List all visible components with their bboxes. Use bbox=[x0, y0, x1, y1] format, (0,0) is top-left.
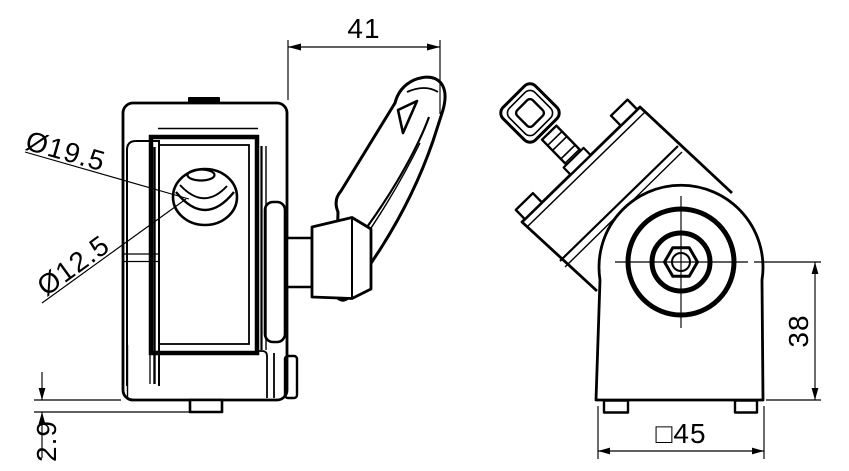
left-channel bbox=[126, 140, 160, 386]
side-view bbox=[499, 82, 765, 414]
right-bulge bbox=[283, 354, 299, 400]
central-slot bbox=[148, 134, 260, 356]
leader-line bbox=[41, 198, 187, 304]
side-foot-left bbox=[602, 399, 630, 414]
front-foot bbox=[188, 398, 224, 414]
dimension-text-38: 38 bbox=[783, 314, 814, 347]
knob-mid bbox=[506, 89, 554, 137]
arrowhead bbox=[811, 388, 819, 400]
ball-arc-1 bbox=[179, 184, 228, 200]
arrowhead bbox=[427, 43, 440, 51]
front-top-tab bbox=[188, 97, 220, 103]
stud-band-3 bbox=[551, 135, 568, 151]
knob-inner bbox=[514, 97, 546, 129]
side-foot-right bbox=[733, 399, 759, 414]
ball-arc-2 bbox=[175, 191, 235, 211]
dimension-text-dia-12-5: Ø12.5 bbox=[31, 229, 115, 302]
dimension-pivot-height: 38 bbox=[754, 261, 821, 401]
lever-tip-line bbox=[406, 87, 439, 93]
leader-line bbox=[24, 151, 190, 200]
stud-collar bbox=[562, 146, 592, 176]
dimension-lever-length: 41 bbox=[287, 13, 441, 114]
lever-tip-notch bbox=[396, 99, 419, 135]
lever-knob-end bbox=[499, 82, 561, 144]
arrowhead bbox=[811, 262, 819, 274]
arrowhead bbox=[38, 388, 46, 400]
dimension-text-dia-19-5: Ø19.5 bbox=[22, 125, 109, 177]
dimension-text-45: □45 bbox=[655, 418, 706, 449]
hub-nut bbox=[310, 216, 373, 300]
plate-tab-bottom bbox=[514, 192, 544, 221]
knob-outer bbox=[499, 82, 561, 144]
stud-band-2 bbox=[560, 144, 576, 160]
stud-band bbox=[564, 148, 580, 164]
arrowhead bbox=[38, 412, 46, 424]
plate-tangent-line bbox=[559, 145, 679, 262]
right-wall bbox=[263, 200, 287, 344]
dimension-base-square: □45 bbox=[597, 406, 765, 459]
stud-band-4 bbox=[547, 130, 563, 146]
dimension-text-41: 41 bbox=[347, 13, 380, 44]
arrowhead bbox=[752, 447, 764, 455]
arrowhead bbox=[288, 43, 301, 51]
dimension-text-2-9: 2.9 bbox=[31, 420, 62, 462]
plate-tab-top bbox=[609, 98, 639, 127]
ball-socket-opening bbox=[186, 168, 216, 182]
right-step bbox=[257, 350, 268, 398]
front-view bbox=[121, 75, 447, 414]
dimension-foot-height: 2.9 bbox=[31, 372, 189, 462]
plate-tangent-line-2 bbox=[564, 151, 683, 268]
central-slot-inner bbox=[158, 144, 250, 345]
hub-neck bbox=[285, 236, 314, 289]
arrowhead bbox=[598, 447, 610, 455]
clamp-plate-face-line bbox=[526, 111, 646, 228]
